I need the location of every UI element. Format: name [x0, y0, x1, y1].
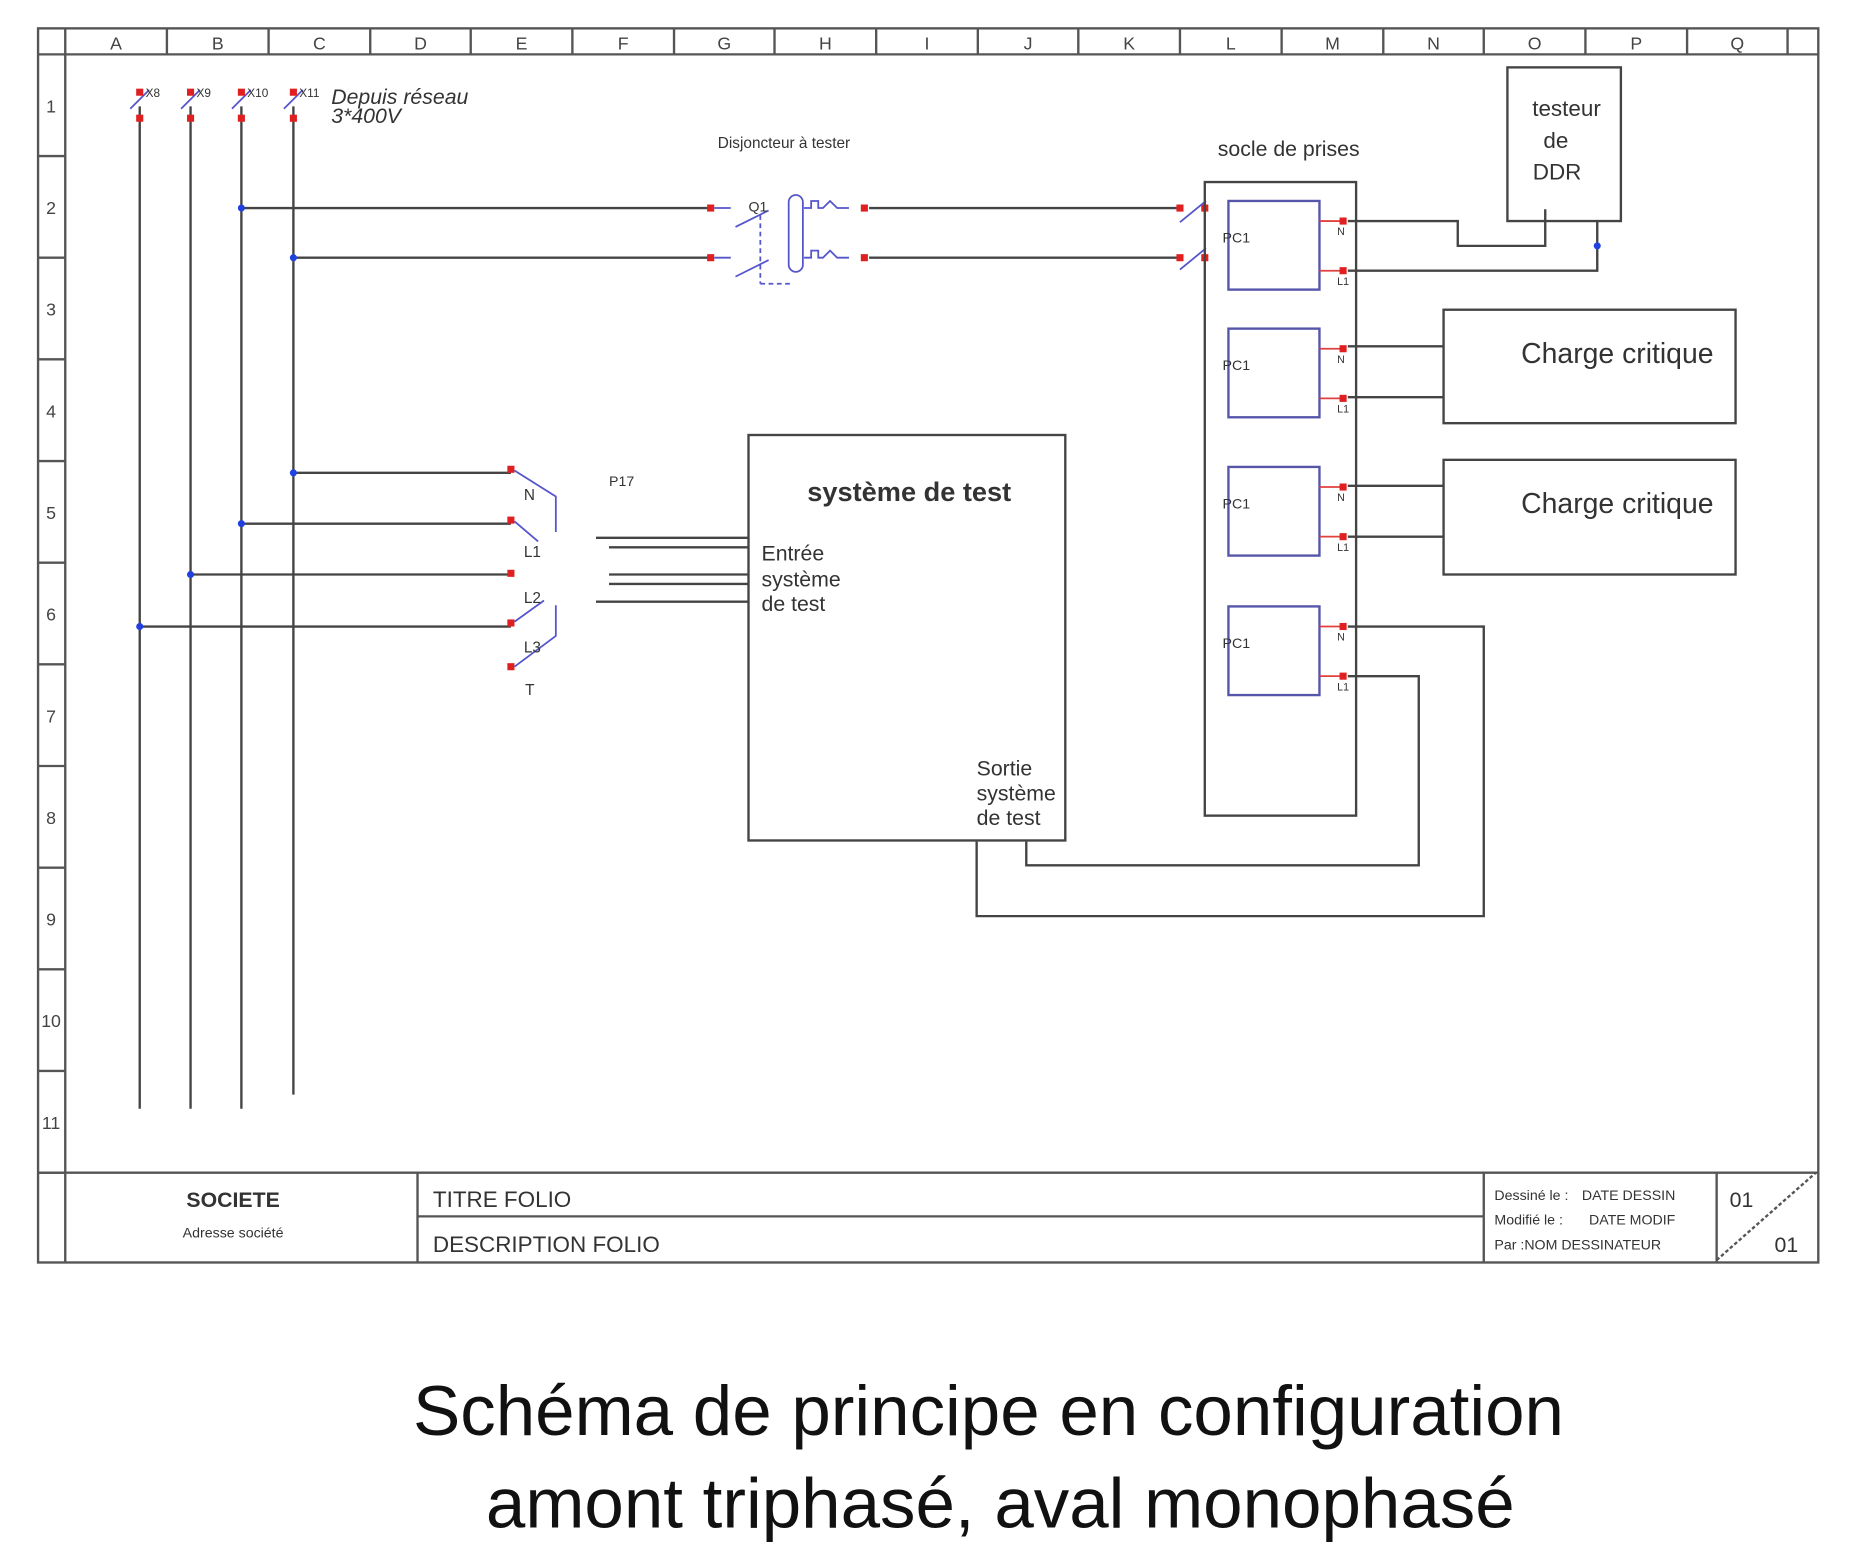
rcd-tester: testeur de DDR [1347, 66, 1623, 272]
row-label: 1 [46, 96, 56, 116]
column-label: G [717, 34, 731, 54]
pin-label: L1 [524, 544, 541, 561]
modified-label: Modifié le : [1494, 1213, 1563, 1229]
company-address: Adresse société [183, 1226, 284, 1242]
socket-ref: PC1 [1223, 636, 1251, 652]
pin-label: N [1337, 492, 1345, 504]
column-label: J [1024, 34, 1033, 54]
row-label: 8 [46, 808, 56, 828]
terminal-label: X9 [196, 86, 211, 100]
column-label: A [110, 34, 122, 54]
row-label: 6 [46, 605, 56, 625]
test-system: système de test Entrée système de test S… [747, 433, 1067, 842]
folio-total: 01 [1775, 1233, 1799, 1257]
connector-ref: P17 [609, 474, 634, 490]
terminal-label: X8 [146, 86, 161, 100]
socket: PC1 N L1 [1223, 327, 1349, 419]
folio-number: 01 [1730, 1188, 1754, 1212]
caption-line-2: amont triphasé, aval monophasé [486, 1464, 1515, 1543]
column-label: P [1630, 34, 1642, 54]
column-label: I [925, 34, 930, 54]
pin-label: L1 [1337, 542, 1349, 554]
row-label: 2 [46, 198, 56, 218]
socket: PC1 N L1 [1223, 605, 1349, 697]
pin-label: L1 [1337, 276, 1349, 288]
supply-label: Depuis réseau [331, 85, 468, 109]
column-label: M [1325, 34, 1340, 54]
breaker-ref: Q1 [749, 200, 768, 216]
tester-label: de [1543, 128, 1568, 153]
column-label: L [1226, 34, 1236, 54]
pin-label: N [1337, 354, 1345, 366]
supply-bus: X8 X9 X10 X11 Depuis réseau 3*400V [129, 85, 469, 1109]
critical-loads: Charge critique Charge critique [975, 308, 1737, 918]
column-label: O [1528, 34, 1542, 54]
row-label: 5 [46, 503, 56, 523]
connector-p17: P17 N L1 L2 L3 T [136, 465, 749, 699]
breaker-title: Disjoncteur à tester [718, 135, 850, 152]
column-label: Q [1730, 34, 1744, 54]
pin-label: T [525, 682, 535, 699]
output-label: de test [977, 806, 1041, 830]
column-label: F [618, 34, 629, 54]
input-label: Entrée [762, 541, 825, 565]
pin-label: N [1337, 226, 1345, 238]
socket: PC1 N L1 [1223, 199, 1349, 291]
row-label: 10 [41, 1011, 61, 1031]
tester-label: testeur [1532, 96, 1601, 121]
test-system-title: système de test [807, 476, 1011, 507]
company-name: SOCIETE [186, 1188, 279, 1212]
tester-label: DDR [1533, 160, 1582, 185]
column-label: K [1123, 34, 1135, 54]
socket-strip-title: socle de prises [1218, 137, 1360, 161]
column-label: H [819, 34, 832, 54]
load-label: Charge critique [1521, 488, 1713, 520]
drawn-label: Dessiné le : [1494, 1188, 1568, 1204]
title-block: SOCIETE Adresse société TITRE FOLIO DESC… [183, 1171, 1817, 1263]
output-label: système [977, 781, 1056, 805]
terminal-label: X10 [247, 86, 268, 100]
output-label: Sortie [977, 756, 1033, 780]
supply-voltage: 3*400V [331, 104, 403, 128]
row-label: 7 [46, 706, 56, 726]
socket-ref: PC1 [1223, 496, 1251, 512]
terminal-label: X11 [299, 86, 319, 100]
modified-value: DATE MODIF [1589, 1213, 1676, 1229]
pin-label: N [1337, 632, 1345, 644]
row-label: 11 [42, 1113, 60, 1133]
pin-label: L1 [1337, 404, 1349, 416]
folio-title: TITRE FOLIO [433, 1187, 571, 1212]
column-label: E [516, 34, 528, 54]
column-label: B [212, 34, 224, 54]
column-label: D [414, 34, 427, 54]
socket: PC1 N L1 [1223, 465, 1349, 557]
row-label: 9 [46, 910, 56, 930]
column-label: N [1427, 34, 1440, 54]
drawn-by: Par :NOM DESSINATEUR [1494, 1237, 1661, 1253]
column-label: C [313, 34, 326, 54]
row-label: 3 [46, 300, 56, 320]
row-label: 4 [46, 401, 56, 421]
breaker-circuit: Disjoncteur à tester Q1 [237, 135, 1209, 285]
input-label: de test [762, 592, 826, 616]
socket-ref: PC1 [1223, 358, 1251, 374]
pin-label: L1 [1337, 681, 1349, 693]
pin-label: L3 [524, 640, 541, 657]
drawn-value: DATE DESSIN [1582, 1188, 1675, 1204]
input-label: système [762, 567, 841, 591]
pin-label: L2 [524, 590, 541, 607]
load-label: Charge critique [1521, 338, 1713, 370]
caption-line-1: Schéma de principe en configuration [413, 1372, 1564, 1451]
drawing-frame [36, 27, 1820, 1264]
folio-description: DESCRIPTION FOLIO [433, 1232, 660, 1257]
socket-ref: PC1 [1223, 230, 1251, 246]
pin-label: N [524, 487, 535, 504]
